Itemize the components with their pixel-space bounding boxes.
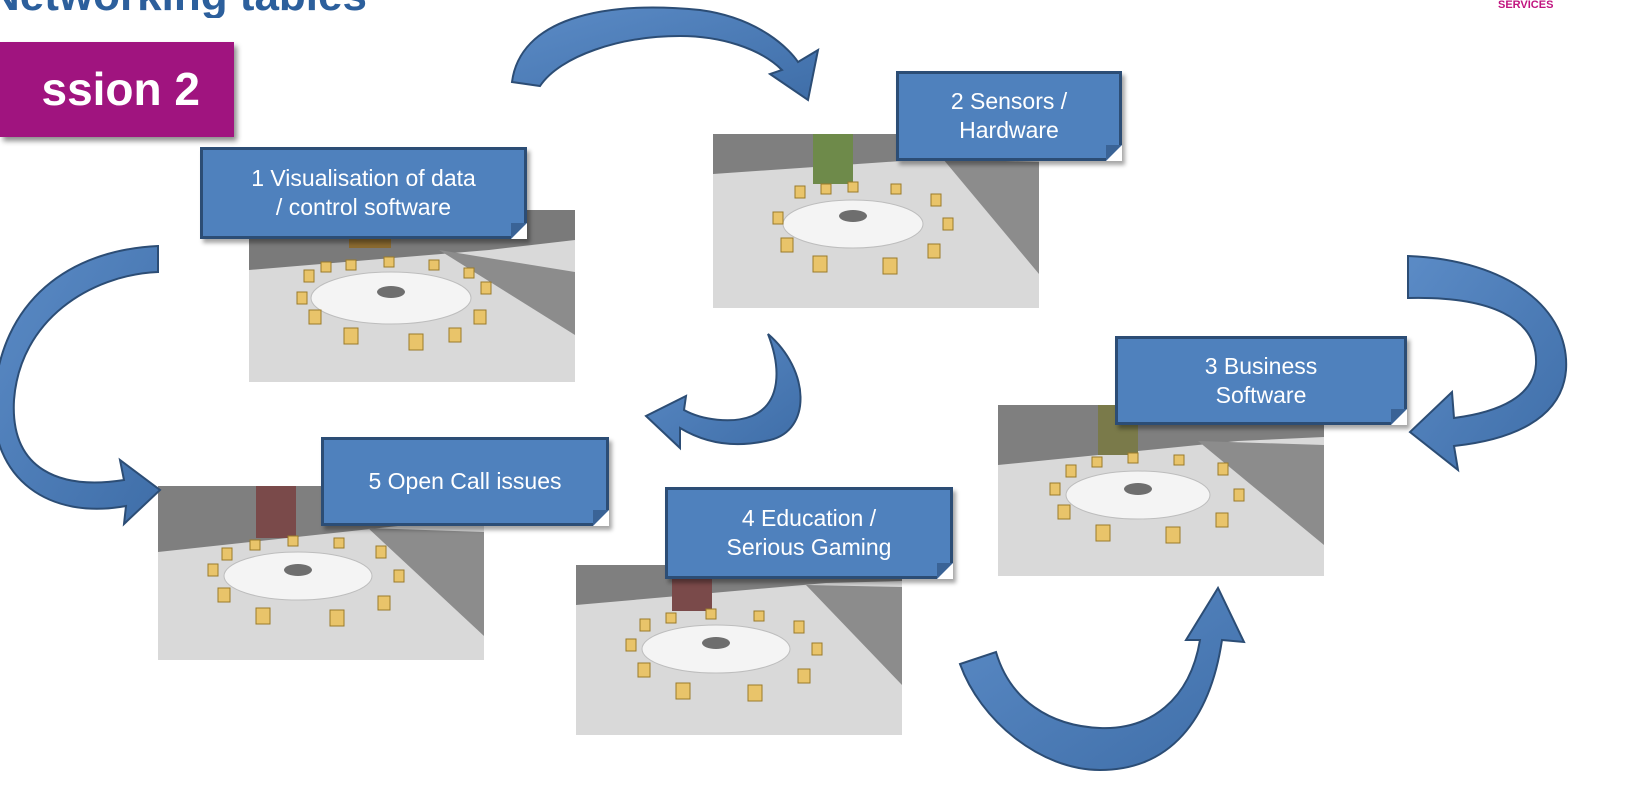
topic-note-3-label: 3 Business Software — [1204, 352, 1318, 408]
arrow-bottom — [958, 585, 1246, 772]
topic-note-4: 4 Education / Serious Gaming — [665, 487, 953, 579]
room-render-4 — [576, 565, 902, 735]
slide-title: Networking tables — [0, 0, 560, 18]
topic-note-1: 1 Visualisation of data / control softwa… — [200, 147, 527, 239]
corner-logo-text: SERVICES — [1498, 0, 1554, 10]
topic-note-1-label: 1 Visualisation of data / control softwa… — [251, 165, 476, 220]
session-badge: ssion 2 — [0, 42, 234, 137]
topic-note-4-label: 4 Education / Serious Gaming — [726, 505, 892, 560]
arrow-top — [510, 6, 820, 102]
room-image-3 — [998, 405, 1324, 576]
arrow-middle — [644, 333, 802, 451]
topic-note-5: 5 Open Call issues — [321, 437, 609, 526]
room-image-4 — [576, 565, 902, 735]
room-image-2 — [713, 134, 1039, 308]
topic-note-5-label: 5 Open Call issues — [368, 468, 562, 494]
arrow-left — [0, 244, 162, 527]
room-render-3 — [998, 405, 1324, 576]
topic-note-2-label: 2 Sensors / Hardware — [950, 88, 1068, 143]
arrow-right — [1407, 254, 1568, 473]
topic-note-3: 3 Business Software — [1115, 336, 1407, 425]
session-label: ssion 2 — [41, 63, 200, 115]
room-render-2 — [713, 134, 1039, 308]
topic-note-2: 2 Sensors / Hardware — [896, 71, 1122, 161]
